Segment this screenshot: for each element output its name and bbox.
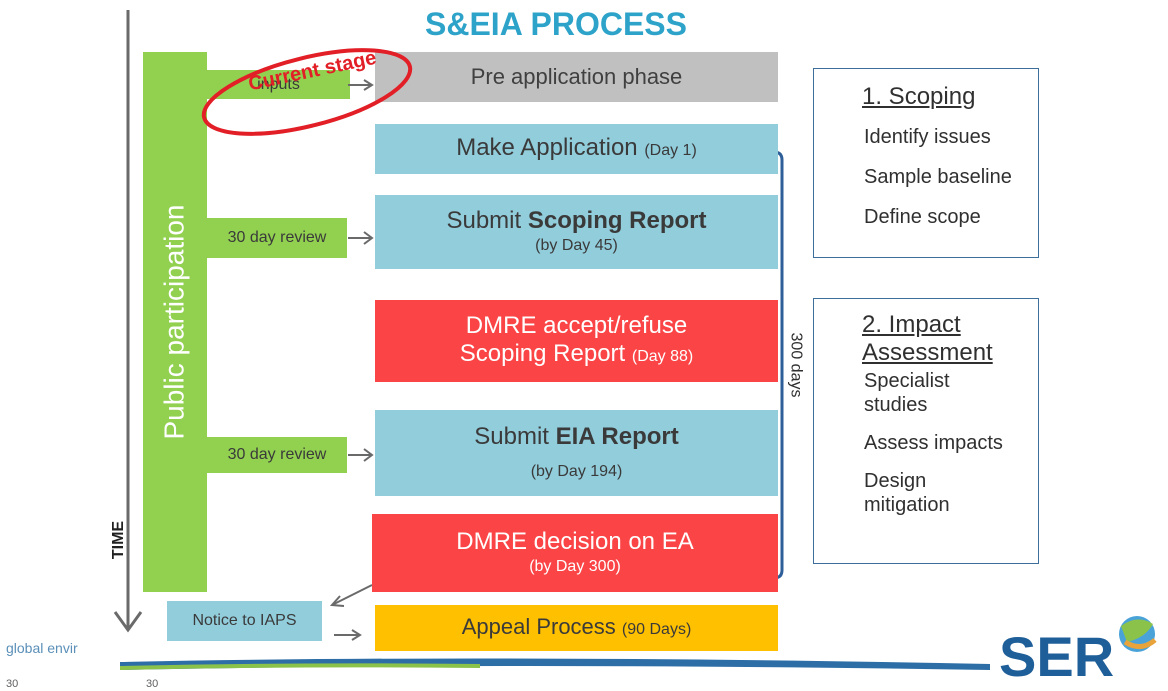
days-brace-label: 300 days xyxy=(787,332,804,398)
impact-item: Design mitigation xyxy=(864,470,950,516)
organization-logo: SER xyxy=(999,616,1157,687)
scoping-item: Identify issues xyxy=(864,126,991,148)
notice-to-iaps: Notice to IAPS xyxy=(167,601,322,641)
step-dmre-accept: DMRE accept/refuse Scoping Report (Day 8… xyxy=(375,300,778,382)
impact-heading: 2. Impact Assessment xyxy=(862,311,993,366)
public-participation-bar xyxy=(143,52,207,592)
impact-panel: 2. Impact Assessment Specialist studies … xyxy=(813,298,1039,564)
page-number-right: 30 xyxy=(146,678,159,690)
step-make-application: Make Application (Day 1) xyxy=(375,124,778,174)
review-tab-scoping: 30 day review xyxy=(207,218,347,258)
time-arrow xyxy=(113,10,143,633)
footer-band xyxy=(120,658,990,670)
step-appeal-process: Appeal Process (90 Days) xyxy=(375,605,778,651)
impact-item: Assess impacts xyxy=(864,432,1003,454)
scoping-heading: 1. Scoping xyxy=(862,83,976,110)
page-number-left: 30 xyxy=(6,678,19,690)
step-dmre-decision: DMRE decision on EA (by Day 300) xyxy=(372,514,778,592)
scoping-panel: 1. Scoping Identify issues Sample baseli… xyxy=(813,68,1039,258)
step-eia-report: Submit EIA Report (by Day 194) xyxy=(375,410,778,496)
scoping-item: Sample baseline xyxy=(864,166,1012,188)
scoping-item: Define scope xyxy=(864,206,981,228)
impact-item: Specialist studies xyxy=(864,370,950,416)
footer-brand: global envir xyxy=(6,640,78,656)
review-tab-eia: 30 day review xyxy=(207,437,347,473)
svg-text:SER: SER xyxy=(999,625,1114,687)
step-pre-application: Pre application phase xyxy=(375,52,778,102)
current-stage-ellipse xyxy=(201,48,413,136)
step-scoping-report: Submit Scoping Report (by Day 45) xyxy=(375,195,778,269)
diagram-title: S&EIA PROCESS xyxy=(425,5,687,42)
